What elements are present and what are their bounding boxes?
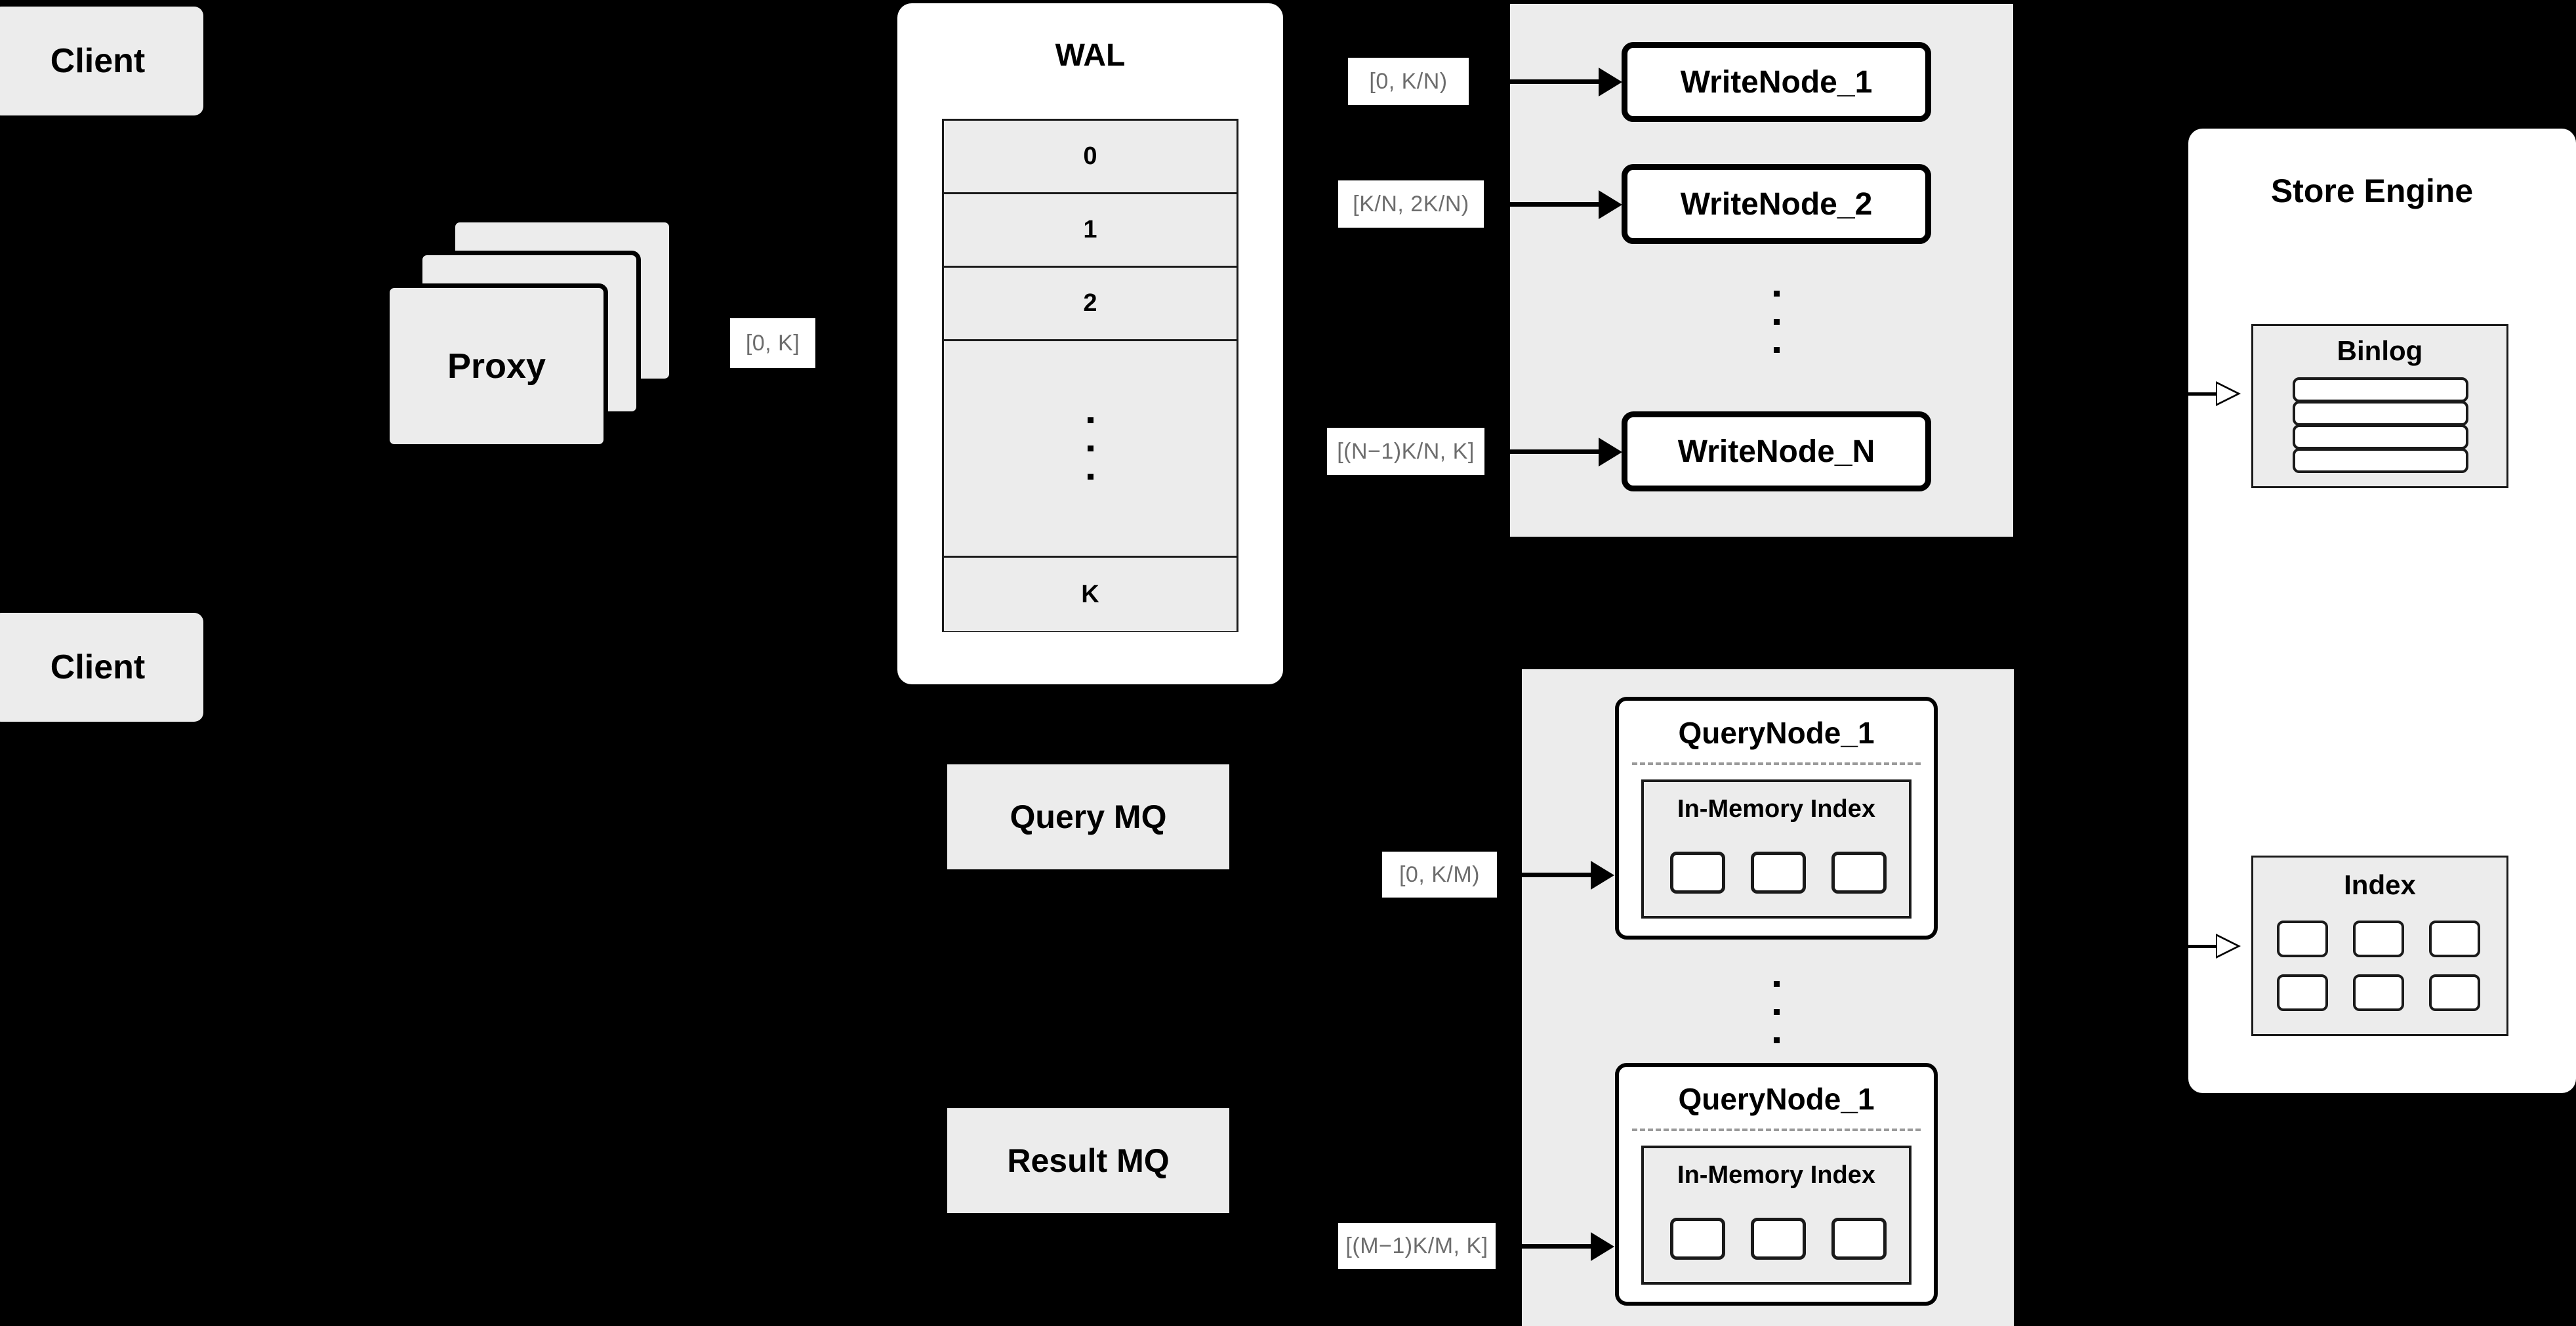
wal-row-k: K [944, 558, 1237, 631]
arrow-line-index [2188, 945, 2216, 948]
wal-panel: WAL 0 1 2 K [897, 3, 1283, 684]
arrow-head-binlog [2216, 381, 2241, 406]
binlog-row [2293, 377, 2468, 402]
write-node-2-label: WriteNode_2 [1680, 186, 1873, 222]
client-box-1[interactable]: Client [0, 7, 203, 115]
query-mq-box[interactable]: Query MQ [947, 764, 1229, 869]
edge-label-query-node-1: [0, K/M) [1382, 852, 1497, 898]
write-node-2[interactable]: WriteNode_2 [1622, 164, 1931, 244]
write-node-n-label: WriteNode_N [1677, 434, 1875, 469]
arrow-line-query-2 [1522, 1244, 1591, 1249]
arrow-head-write-1 [1599, 68, 1622, 96]
edge-label-write-node-n: [(N−1)K/N, K] [1327, 428, 1484, 475]
edge-label-text: [(M−1)K/M, K] [1345, 1233, 1488, 1258]
arrow-head-query-2 [1591, 1232, 1614, 1261]
arrow-line-query-1 [1522, 873, 1591, 877]
arrow-head-index [2216, 934, 2241, 959]
index-cell [1670, 1218, 1725, 1260]
index-cell [1751, 852, 1806, 894]
client-label-2: Client [50, 648, 146, 686]
binlog-box: Binlog [2251, 324, 2508, 488]
result-mq-box[interactable]: Result MQ [947, 1108, 1229, 1213]
edge-label-text: [K/N, 2K/N) [1353, 191, 1469, 217]
query-node-2[interactable]: QueryNode_1 In-Memory Index [1615, 1063, 1938, 1306]
edge-label-write-node-2: [K/N, 2K/N) [1338, 180, 1484, 228]
index-cell [1751, 1218, 1806, 1260]
arrow-head-write-2 [1599, 190, 1622, 219]
in-memory-index-1: In-Memory Index [1641, 779, 1912, 919]
wal-title: WAL [1055, 38, 1126, 73]
wal-ellipsis-dots [1087, 406, 1094, 491]
query-node-1[interactable]: QueryNode_1 In-Memory Index [1615, 697, 1938, 940]
proxy-label: Proxy [447, 346, 546, 386]
query-node-2-title: QueryNode_1 [1678, 1082, 1875, 1116]
arrow-line-write-n [1510, 449, 1599, 454]
query-cluster-ellipsis-dots [1765, 959, 1788, 1064]
edge-label-text: [0, K] [745, 330, 800, 356]
client-label-1: Client [50, 42, 146, 80]
edge-label-text: [0, K/N) [1369, 68, 1448, 94]
index-cell [2353, 921, 2404, 957]
index-cell [1831, 1218, 1887, 1260]
client-box-2[interactable]: Client [0, 613, 203, 722]
in-memory-index-2: In-Memory Index [1641, 1146, 1912, 1285]
index-cell [2277, 921, 2328, 957]
proxy-box[interactable]: Proxy [385, 283, 608, 449]
edge-label-text: [0, K/M) [1399, 861, 1481, 887]
arrow-line-write-1 [1510, 79, 1599, 84]
edge-label-text: [(N−1)K/N, K] [1337, 438, 1475, 464]
wal-table: 0 1 2 K [942, 119, 1238, 632]
binlog-row [2293, 401, 2468, 426]
write-node-1-label: WriteNode_1 [1680, 64, 1873, 100]
binlog-title: Binlog [2337, 335, 2423, 366]
result-mq-label: Result MQ [1007, 1142, 1170, 1179]
query-node-1-divider [1632, 762, 1921, 765]
index-cell [1670, 852, 1725, 894]
index-cell [2277, 974, 2328, 1011]
edge-label-write-node-1: [0, K/N) [1348, 58, 1469, 105]
index-cell [2353, 974, 2404, 1011]
store-engine-panel: Store Engine Binlog Index [2188, 129, 2576, 1093]
index-box: Index [2251, 856, 2508, 1036]
wal-row-2: 2 [944, 268, 1237, 341]
index-cell [2429, 974, 2480, 1011]
arrow-line-write-2 [1510, 202, 1599, 207]
index-title: Index [2344, 869, 2416, 900]
index-cell [1831, 852, 1887, 894]
binlog-row [2293, 448, 2468, 473]
edge-label-query-node-m: [(M−1)K/M, K] [1338, 1223, 1496, 1269]
edge-label-proxy-to-wal: [0, K] [730, 318, 815, 368]
arrow-line-binlog [2188, 392, 2216, 396]
wal-row-0: 0 [944, 121, 1237, 194]
write-node-n[interactable]: WriteNode_N [1622, 411, 1931, 491]
query-mq-label: Query MQ [1010, 798, 1167, 835]
query-node-2-divider [1632, 1129, 1921, 1131]
in-memory-index-2-title: In-Memory Index [1677, 1161, 1875, 1189]
store-engine-title: Store Engine [2270, 173, 2474, 209]
binlog-row [2293, 425, 2468, 449]
arrow-head-write-n [1599, 438, 1622, 466]
write-cluster-ellipsis-dots [1765, 269, 1788, 374]
wal-row-ellipsis [944, 341, 1237, 558]
query-node-1-title: QueryNode_1 [1678, 716, 1875, 750]
in-memory-index-1-title: In-Memory Index [1677, 795, 1875, 823]
arrow-head-query-1 [1591, 861, 1614, 890]
write-node-1[interactable]: WriteNode_1 [1622, 42, 1931, 122]
wal-row-1: 1 [944, 194, 1237, 268]
index-cell [2429, 921, 2480, 957]
